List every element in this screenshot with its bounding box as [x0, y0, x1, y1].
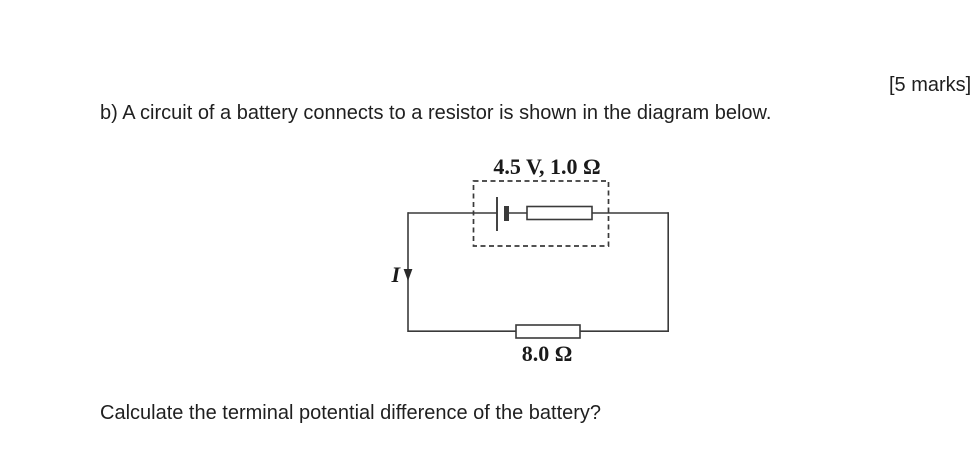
current-arrow-icon	[403, 269, 413, 281]
external-resistor	[515, 324, 581, 339]
internal-resistor	[526, 205, 593, 221]
battery-symbol	[496, 197, 509, 231]
battery-label: 4.5 V, 1.0 Ω	[493, 154, 600, 179]
current-label: I	[390, 262, 401, 287]
question-intro-text: b) A circuit of a battery connects to a …	[100, 102, 772, 124]
battery-boundary-dashed-box	[472, 180, 610, 247]
circuit-wire-loop	[407, 212, 670, 333]
load-resistor-label: 8.0 Ω	[522, 341, 573, 366]
marks-label: [5 marks]	[889, 74, 972, 96]
question-prompt-text: Calculate the terminal potential differe…	[100, 402, 602, 424]
